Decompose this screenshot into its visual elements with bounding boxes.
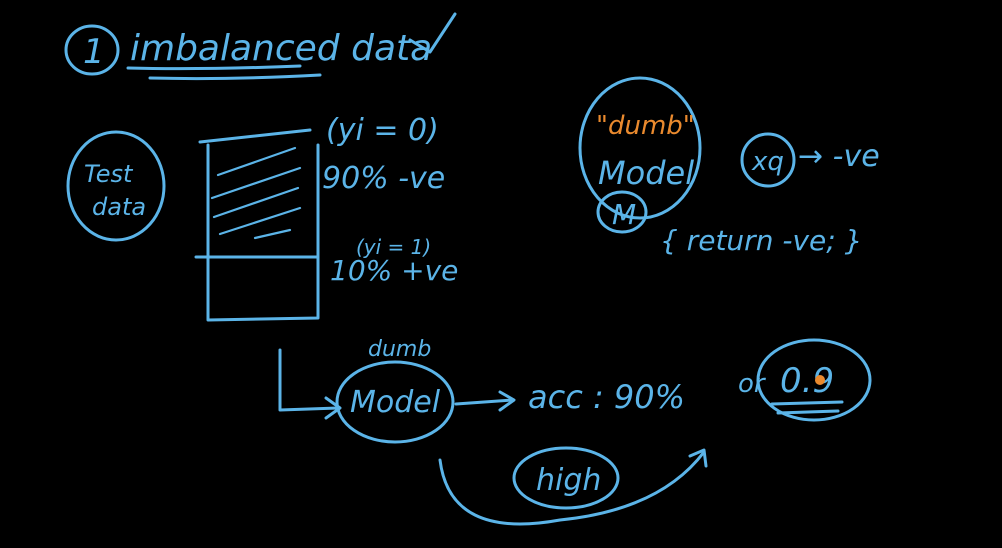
negative-class-label: (yi = 0) [326, 113, 439, 148]
bar-outline [206, 143, 320, 322]
score-circle [756, 338, 872, 422]
dumb-model-group: "dumb" Model M xq → -ve { return -ve; } [578, 76, 880, 257]
high-arrow-head-icon [688, 448, 708, 468]
test-data-circle [66, 130, 166, 242]
bar-top-edge [198, 128, 312, 144]
xq-circle [740, 132, 796, 188]
class-distribution-bar: (yi = 0) 90% -ve (yi = 1) 10% +ve [194, 113, 458, 322]
heading-number: 1 [83, 32, 105, 72]
score-underline-2 [776, 409, 840, 415]
high-label: high [536, 463, 601, 498]
test-data-line1: Test [84, 160, 134, 188]
flow-model-label: Model [350, 385, 441, 420]
positive-class-label: (yi = 1) [356, 235, 431, 259]
xq-label: xq [751, 147, 784, 177]
negative-class-percent: 90% -ve [322, 161, 445, 196]
flow-accuracy: acc : 90% [528, 378, 685, 416]
high-annotation: high [438, 446, 708, 526]
flow-arrow-out [454, 398, 514, 406]
heading-underline-2 [148, 73, 322, 81]
score-underline-1 [770, 400, 844, 406]
pointer-dot-icon [815, 375, 825, 385]
positive-class-percent: 10% +ve [330, 254, 458, 287]
test-data-group: Test data [66, 130, 166, 242]
flow-arrow-in [278, 348, 340, 412]
flow-dumb-label: dumb [368, 337, 431, 362]
bar-hatching [210, 146, 302, 240]
evaluation-flow: dumb Model acc : 90% or 0.9 [278, 337, 872, 444]
heading-underline-1 [126, 64, 302, 71]
dumb-model-rule: { return -ve; } [660, 224, 862, 257]
dumb-model-quote: "dumb" [596, 111, 695, 141]
flow-arrow-out-head-icon [498, 390, 516, 412]
flow-model-circle [335, 360, 455, 444]
flow-arrow-in-head-icon [324, 396, 342, 420]
high-curve-arrow [438, 450, 706, 526]
xq-output: → -ve [798, 139, 880, 174]
test-data-line2: data [92, 193, 146, 221]
dumb-model-m-circle [596, 190, 648, 234]
flow-score: 0.9 [780, 361, 834, 401]
heading-title: imbalanced data [130, 28, 432, 69]
heading: 1 imbalanced data [64, 12, 457, 81]
dumb-model-circle [578, 76, 702, 220]
heading-number-circle [64, 24, 120, 76]
high-circle [512, 446, 620, 510]
dumb-model-m: M [612, 198, 636, 231]
dumb-model-name: Model [598, 154, 694, 192]
heading-checkmark-icon [408, 12, 457, 54]
